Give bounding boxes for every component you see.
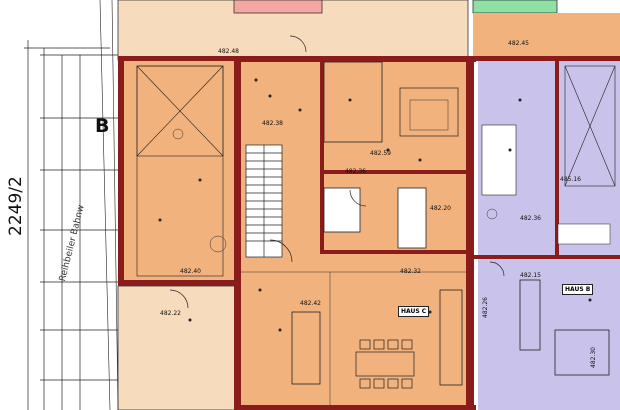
- house-c-left-room: [123, 60, 235, 282]
- bathroom: [323, 61, 383, 143]
- parcel-number: 2249/2: [6, 176, 26, 236]
- interior-lines: [172, 87, 611, 405]
- door-swings: [169, 35, 505, 309]
- electrical-symbols: [158, 78, 592, 332]
- kitchen-island: [439, 289, 463, 386]
- house-b-label: HAUS B: [562, 284, 594, 295]
- elevation-label: 482.32: [400, 268, 421, 275]
- elevation-label: 482.26: [482, 297, 489, 318]
- property-lines: [99, 0, 119, 410]
- wc: [323, 187, 361, 233]
- dimension-lines: [24, 40, 118, 410]
- elevation-label: 485.16: [560, 176, 581, 183]
- elevation-label: 482.15: [520, 272, 541, 279]
- dining-set: [355, 339, 415, 389]
- elevation-label: 482.36: [520, 215, 541, 222]
- elevation-label: 482.48: [218, 48, 239, 55]
- elevation-label: 482.40: [180, 268, 201, 275]
- pink-pad: [233, 0, 323, 14]
- section-marker: B: [95, 115, 110, 137]
- terrace-area-left: [117, 285, 239, 410]
- elevation-label: 482.59: [370, 150, 391, 157]
- stairs: [245, 144, 283, 258]
- house-b-top: [473, 13, 620, 60]
- elevation-label: 482.42: [300, 300, 321, 307]
- elevation-label: 482.38: [262, 120, 283, 127]
- house-c-label: HAUS C: [398, 306, 430, 317]
- shaft: [397, 187, 427, 249]
- elevation-label: 482.30: [590, 347, 597, 368]
- hb-table: [554, 329, 610, 376]
- house-b-void: [481, 65, 616, 196]
- elevation-label: 482.22: [160, 310, 181, 317]
- kitchen-counter: [291, 311, 321, 385]
- elevation-label: 482.36: [345, 168, 366, 175]
- walls: [118, 56, 620, 410]
- void-cross: [136, 65, 224, 277]
- elevation-label: 482.45: [508, 40, 529, 47]
- elevation-label: 482.20: [430, 205, 451, 212]
- hb-counter: [519, 279, 541, 351]
- green-pad: [472, 0, 558, 14]
